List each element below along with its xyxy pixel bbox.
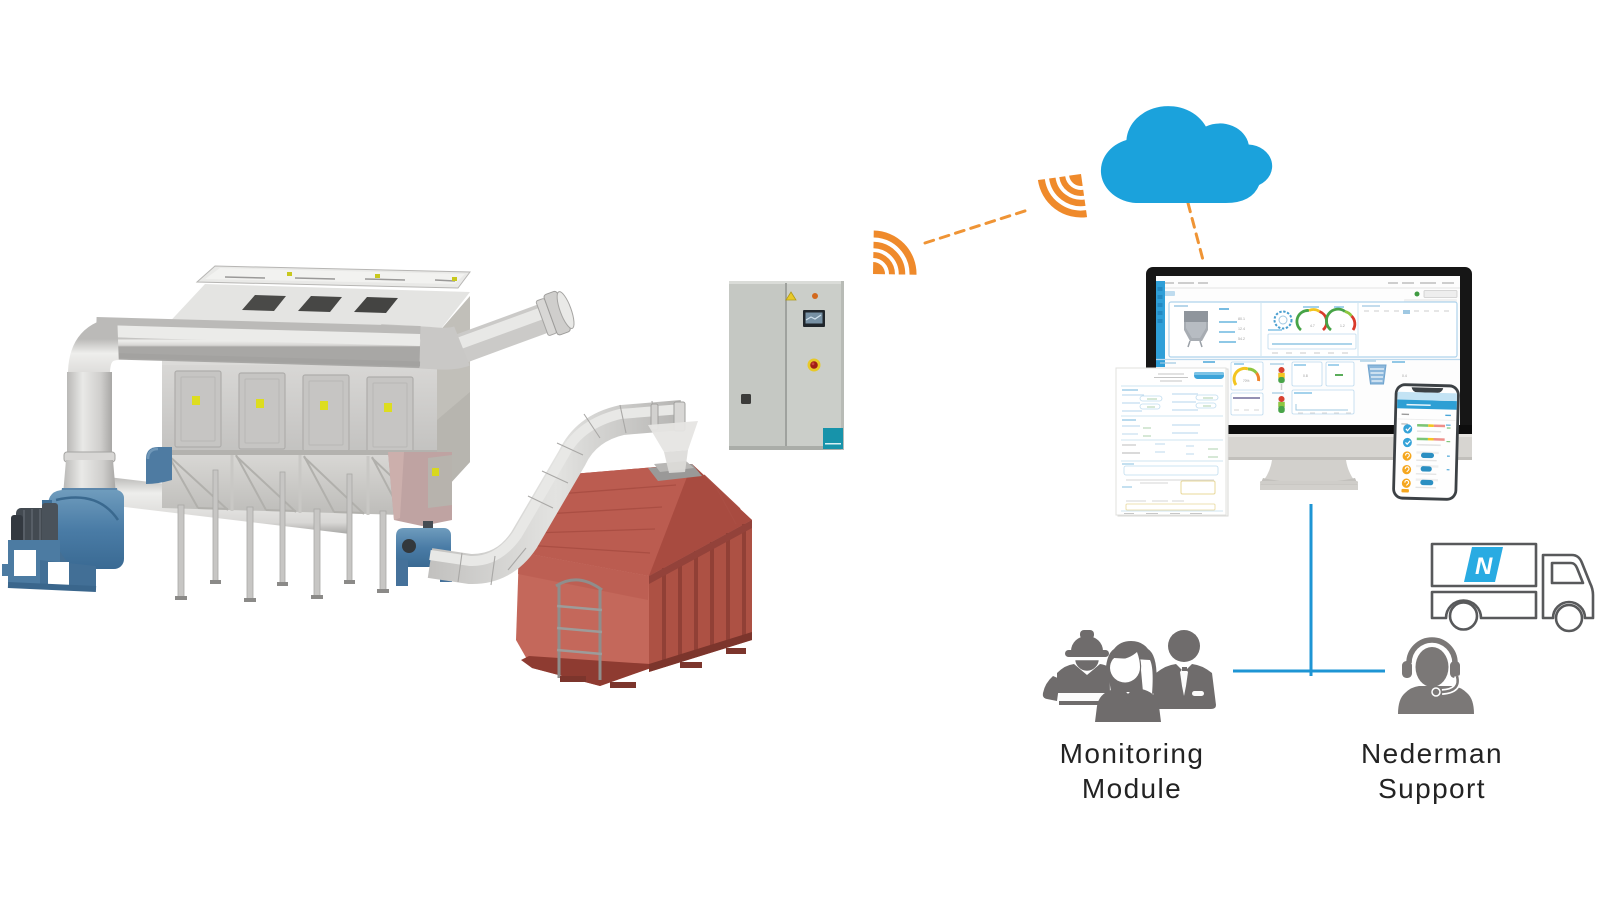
svg-text:54.2: 54.2 bbox=[1238, 337, 1245, 341]
svg-text:1.2: 1.2 bbox=[1340, 324, 1345, 328]
svg-text:12.4: 12.4 bbox=[1238, 327, 1245, 331]
svg-text:0.4: 0.4 bbox=[1402, 374, 1407, 378]
svg-text:70%: 70% bbox=[1243, 379, 1250, 383]
svg-text:4.7: 4.7 bbox=[1310, 324, 1315, 328]
svg-text:Monitoring: Monitoring bbox=[1060, 738, 1205, 769]
svg-text:N: N bbox=[1475, 553, 1493, 580]
svg-text:80.1: 80.1 bbox=[1238, 317, 1245, 321]
svg-text:Support: Support bbox=[1378, 773, 1486, 804]
svg-text:Nederman: Nederman bbox=[1361, 738, 1503, 769]
svg-text:Module: Module bbox=[1082, 773, 1182, 804]
svg-text:0.8: 0.8 bbox=[1303, 374, 1308, 378]
